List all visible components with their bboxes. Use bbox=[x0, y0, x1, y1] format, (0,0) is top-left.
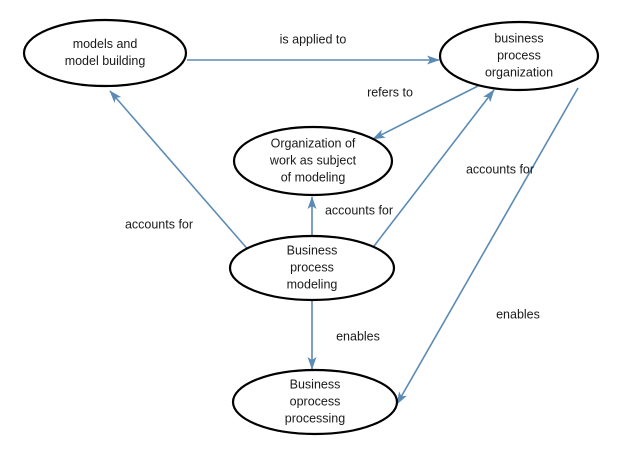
node-label-models-and-model-building: models and bbox=[73, 37, 138, 51]
edge-label-accounts-for-left: accounts for bbox=[125, 217, 193, 231]
node-label-business-oprocess-processing: Business bbox=[290, 377, 341, 391]
node-label-business-oprocess-processing: oprocess bbox=[290, 394, 341, 408]
edge-label-enables-center: enables bbox=[336, 329, 380, 343]
edge-label-enables-right: enables bbox=[496, 307, 540, 321]
edge-label-accounts-for-right: accounts for bbox=[466, 162, 534, 176]
node-shape-models-and-model-building[interactable] bbox=[22, 18, 188, 88]
node-business-oprocess-processing[interactable]: Business oprocess processing bbox=[231, 368, 399, 436]
node-shape-business-oprocess-processing[interactable] bbox=[231, 368, 399, 436]
edge-label-accounts-for-center: accounts for bbox=[325, 203, 393, 217]
node-label-business-process-organization: business bbox=[494, 31, 543, 45]
node-business-process-modeling[interactable]: Business process modeling bbox=[228, 234, 396, 302]
node-label-business-process-modeling: process bbox=[290, 260, 334, 274]
node-label-business-process-organization: process bbox=[497, 48, 541, 62]
node-label-business-process-modeling: modeling bbox=[287, 277, 338, 291]
node-shape-business-process-organization[interactable] bbox=[438, 20, 600, 92]
node-label-organization-of-work-as-subject-of-modeling: of modeling bbox=[281, 170, 346, 184]
edge-accounts-for-right bbox=[370, 89, 495, 251]
edge-label-refers-to: refers to bbox=[367, 85, 413, 99]
node-label-organization-of-work-as-subject-of-modeling: work as subject bbox=[269, 153, 357, 167]
node-label-models-and-model-building: model building bbox=[65, 54, 146, 68]
edge-label-is-applied-to: is applied to bbox=[280, 32, 347, 46]
node-shape-organization-of-work-as-subject-of-modeling[interactable] bbox=[232, 125, 394, 197]
edge-enables-right bbox=[396, 87, 579, 405]
node-label-business-oprocess-processing: processing bbox=[285, 411, 345, 425]
edge-accounts-for-left bbox=[109, 90, 252, 254]
node-business-process-organization[interactable]: business process organization bbox=[438, 20, 600, 92]
node-shape-business-process-modeling[interactable] bbox=[228, 234, 396, 302]
edge-labels-layer: is applied to refers to accounts for accoun… bbox=[125, 32, 540, 343]
edge-refers-to bbox=[372, 85, 479, 140]
edges-layer bbox=[109, 55, 579, 405]
node-label-business-process-organization: organization bbox=[485, 65, 553, 79]
node-organization-of-work-as-subject-of-modeling[interactable]: Organization of work as subject of modelin… bbox=[232, 125, 394, 197]
node-label-business-process-modeling: Business bbox=[287, 243, 338, 257]
node-label-organization-of-work-as-subject-of-modeling: Organization of bbox=[271, 136, 356, 150]
node-models-and-model-building[interactable]: models and model building bbox=[22, 18, 188, 88]
nodes-layer: models and model building business process o… bbox=[22, 18, 600, 436]
